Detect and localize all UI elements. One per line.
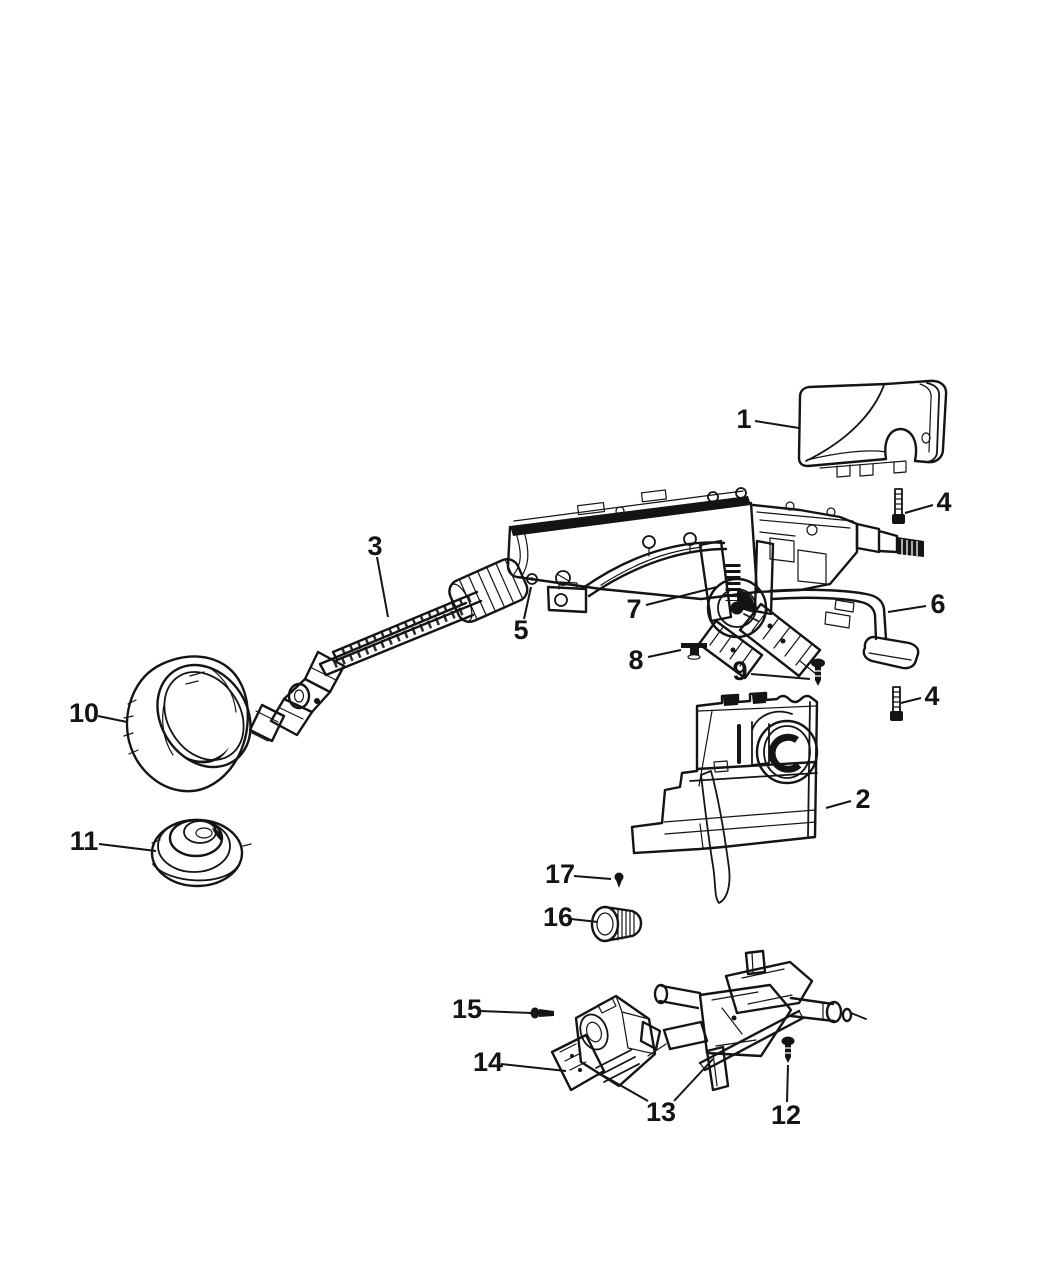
- part-10-dash-seal-boot: [123, 655, 252, 793]
- callout-leader-17: [573, 875, 612, 880]
- part-8-push-pin: [681, 643, 707, 660]
- callout-leader-5: [523, 586, 532, 620]
- ignition-key-cylinder: [855, 522, 924, 557]
- callout-leader-3: [376, 556, 389, 618]
- part-14-ignition-switch: [550, 994, 662, 1092]
- callout-12: 12: [771, 1064, 801, 1130]
- callout-label-9: 9: [732, 656, 747, 686]
- part-16-knob: [590, 905, 643, 943]
- callout-6: 6: [887, 589, 946, 619]
- part-13-lock-housing: [647, 949, 867, 1092]
- part-4-bolt-lower: [890, 686, 903, 721]
- callout-label-8: 8: [628, 645, 643, 675]
- callout-8: 8: [628, 645, 682, 675]
- part-3-intermediate-shaft: [248, 558, 529, 743]
- column-jacket: [506, 487, 924, 680]
- callout-leader-10: [97, 715, 128, 723]
- part-17-set-screw: [614, 872, 624, 888]
- callout-leader-4b: [900, 697, 922, 704]
- callout-leader-13: [673, 1058, 714, 1102]
- callout-leader-11: [98, 843, 157, 852]
- callout-4b: 4: [900, 681, 940, 711]
- callout-leader-16: [570, 918, 599, 923]
- part-2-lower-shroud: [630, 691, 819, 904]
- callout-label-4b: 4: [924, 681, 939, 711]
- callout-label-4a: 4: [936, 487, 951, 517]
- callout-label-13: 13: [646, 1097, 676, 1127]
- callout-leader-1: [754, 420, 800, 429]
- callout-15: 15: [452, 994, 533, 1024]
- part-9-screw: [811, 658, 825, 686]
- callout-leader-13: [603, 1075, 649, 1102]
- callout-16: 16: [543, 902, 599, 932]
- part-4-bolt-upper: [892, 488, 905, 524]
- part-1-upper-shroud: [797, 379, 948, 478]
- callout-label-16: 16: [543, 902, 573, 932]
- callout-label-2: 2: [855, 784, 870, 814]
- part-12-screw: [781, 1036, 795, 1063]
- callout-leader-9: [750, 673, 811, 680]
- callout-leader-7: [645, 586, 718, 606]
- callout-label-17: 17: [545, 859, 575, 889]
- callout-9: 9: [732, 656, 811, 686]
- callout-14: 14: [473, 1047, 567, 1077]
- callout-leader-15: [479, 1010, 533, 1014]
- callout-label-14: 14: [473, 1047, 503, 1077]
- callout-label-7: 7: [626, 594, 641, 624]
- callout-11: 11: [70, 826, 157, 856]
- wiring-connector-modules: [697, 599, 855, 680]
- u-joint: [248, 650, 346, 743]
- part-7-tilt-spring-cam: [698, 539, 775, 639]
- callout-label-1: 1: [736, 404, 751, 434]
- callout-label-11: 11: [70, 826, 99, 856]
- part-15-screw: [530, 1007, 554, 1019]
- callout-7: 7: [626, 586, 718, 624]
- callout-4a: 4: [904, 487, 952, 517]
- part-11-bushing: [150, 818, 252, 888]
- callout-label-5: 5: [513, 615, 528, 645]
- callout-leader-12: [786, 1064, 789, 1103]
- callout-label-3: 3: [367, 531, 382, 561]
- callout-3: 3: [367, 531, 389, 618]
- callout-2: 2: [825, 784, 871, 814]
- callout-leader-4a: [904, 504, 934, 514]
- callout-leader-14: [500, 1063, 567, 1072]
- callout-leader-8: [647, 649, 682, 658]
- part-5-bolt-head: [526, 573, 538, 585]
- callout-leader-6: [887, 605, 927, 613]
- callout-label-10: 10: [69, 698, 99, 728]
- callout-label-12: 12: [771, 1100, 801, 1130]
- callout-17: 17: [545, 859, 612, 889]
- callout-label-6: 6: [930, 589, 945, 619]
- part-6-tilt-lever: [768, 588, 920, 670]
- callout-1: 1: [736, 404, 800, 434]
- callout-leader-2: [825, 800, 852, 809]
- callout-10: 10: [69, 698, 128, 728]
- callout-13: 13: [603, 1058, 714, 1127]
- callout-label-15: 15: [452, 994, 482, 1024]
- callout-5: 5: [513, 586, 532, 645]
